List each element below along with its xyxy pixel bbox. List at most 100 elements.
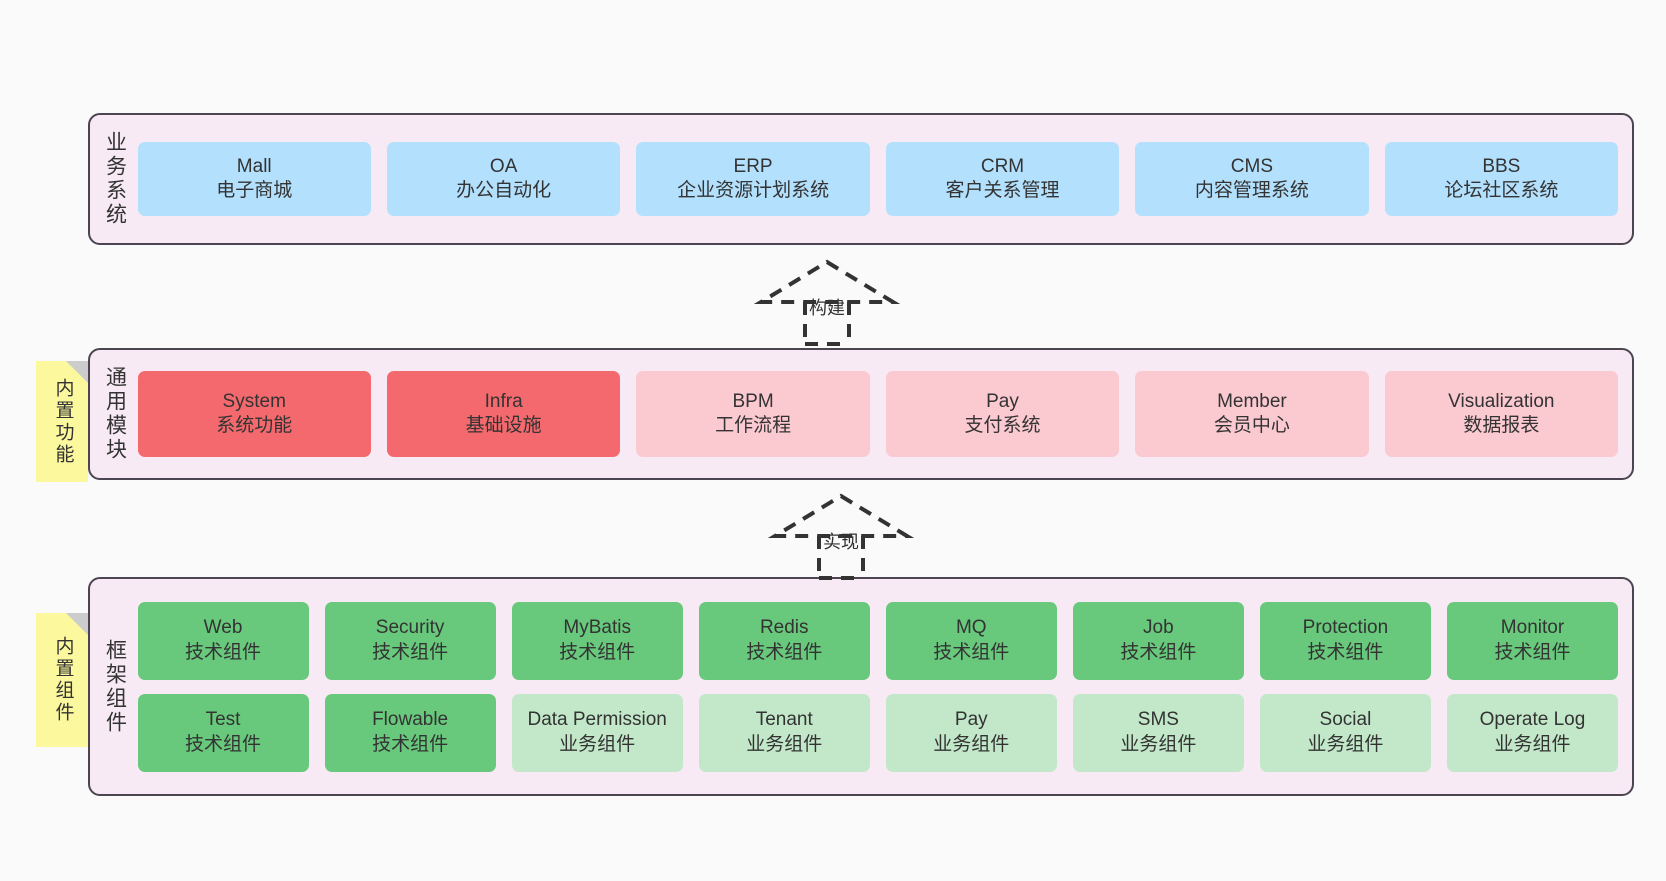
card-title-cn: 会员中心 (1213, 415, 1290, 436)
card-title-en: Job (1143, 617, 1174, 639)
card-title-cn: 内容管理系统 (1194, 180, 1309, 201)
card-title-en: Pay (954, 709, 988, 731)
card-title-cn: 业务组件 (1307, 733, 1384, 755)
card-title-en: Security (375, 617, 445, 639)
note-fold-corner-icon (66, 361, 88, 383)
card-title-en: MyBatis (563, 617, 631, 639)
card-title-en: BPM (732, 390, 774, 412)
card-title-cn: 业务组件 (1494, 733, 1571, 755)
card-title-en: Member (1217, 390, 1287, 412)
module-items-row: System 系统功能 Infra 基础设施 BPM 工作流程 Pay 支付系统 Member 会… (137, 371, 1619, 457)
arrow-stem-build (803, 302, 851, 346)
card-title-cn: 支付系统 (964, 415, 1041, 436)
card-title-cn: 系统功能 (216, 415, 293, 436)
card-title-en: Tenant (755, 709, 813, 731)
card-title-en: CRM (980, 155, 1025, 177)
card-title-cn: 技术组件 (559, 641, 636, 663)
card-title-en: Redis (759, 617, 809, 639)
layer-common-modules: 通用模块 System 系统功能 Infra 基础设施 BPM 工作流程 Pay 支付系统 Me… (88, 348, 1634, 480)
card-title-en: Operate Log (1479, 709, 1586, 731)
card-title-cn: 技术组件 (372, 733, 449, 755)
card-title-cn: 业务组件 (1120, 733, 1197, 755)
card-title-en: Monitor (1500, 617, 1565, 639)
module-card-member[interactable]: Member 会员中心 (1135, 371, 1369, 457)
arrow-stem-implement (817, 536, 865, 580)
layer-modules-title: 通用模块 (103, 366, 127, 462)
card-title-cn: 基础设施 (465, 415, 542, 436)
connector-implement-label: 实现 (823, 532, 859, 552)
card-title-cn: 技术组件 (185, 733, 262, 755)
module-card-bpm[interactable]: BPM 工作流程 (636, 371, 870, 457)
card-title-cn: 技术组件 (372, 641, 449, 663)
card-title-en: Infra (484, 390, 523, 412)
card-title-en: OA (489, 155, 518, 177)
card-title-cn: 技术组件 (746, 641, 823, 663)
connector-implement: 实现 (767, 492, 915, 580)
card-title-en: Web (203, 617, 243, 639)
card-title-en: Pay (986, 390, 1019, 412)
card-title-cn: 办公自动化 (456, 180, 552, 201)
card-title-en: MQ (955, 617, 987, 639)
layer-framework-title: 框架组件 (103, 638, 127, 735)
card-title-cn: 企业资源计划系统 (677, 180, 830, 201)
card-title-en: SMS (1137, 709, 1179, 731)
card-title-cn: 技术组件 (185, 641, 262, 663)
card-title-cn: 客户关系管理 (945, 180, 1060, 201)
card-title-en: System (222, 390, 286, 412)
arrow-head-build (753, 259, 901, 304)
card-title-cn: 电子商城 (216, 180, 293, 201)
card-title-en: BBS (1482, 155, 1521, 177)
module-card-system[interactable]: System 系统功能 (137, 371, 371, 457)
card-title-cn: 技术组件 (1120, 641, 1197, 663)
module-card-infra[interactable]: Infra 基础设施 (386, 371, 621, 457)
business-card-oa[interactable]: OA 办公自动化 (386, 142, 621, 216)
sticky-note-builtin-components: 内置组件 (36, 613, 88, 747)
card-title-cn: 技术组件 (1307, 641, 1384, 663)
card-title-en: Visualization (1448, 390, 1555, 412)
sticky-note-builtin-functions: 内置功能 (36, 361, 88, 482)
card-title-en: Protection (1302, 617, 1389, 639)
card-title-cn: 业务组件 (559, 733, 636, 755)
business-card-crm[interactable]: CRM 客户关系管理 (885, 142, 1120, 216)
card-title-cn: 技术组件 (933, 641, 1010, 663)
business-card-cms[interactable]: CMS 内容管理系统 (1135, 142, 1369, 216)
connector-build: 构建 (753, 258, 901, 346)
card-title-cn: 技术组件 (1494, 641, 1571, 663)
card-title-en: Social (1319, 709, 1372, 731)
connector-build-label: 构建 (809, 298, 845, 318)
module-card-pay[interactable]: Pay 支付系统 (885, 371, 1120, 457)
card-title-en: CMS (1230, 155, 1274, 177)
card-title-en: Test (205, 709, 241, 731)
card-title-cn: 业务组件 (746, 733, 823, 755)
arrow-head-implement (767, 493, 915, 538)
sticky-note-builtin-components-label: 内置组件 (52, 636, 74, 724)
card-title-cn: 工作流程 (715, 415, 792, 436)
